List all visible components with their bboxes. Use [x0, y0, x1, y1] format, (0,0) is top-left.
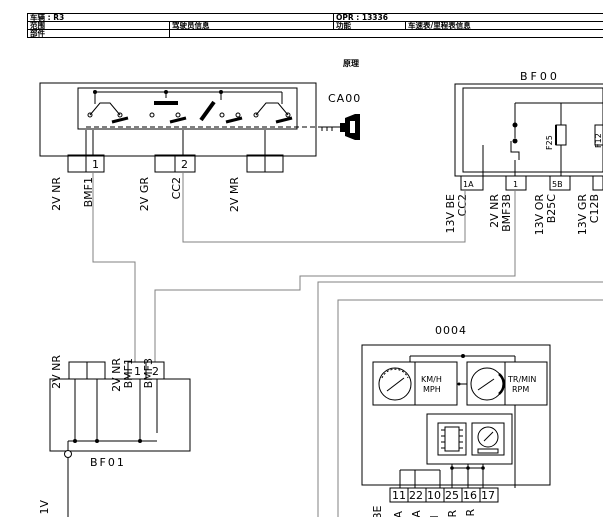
fuse-f12-label: F12	[594, 133, 603, 148]
wire-label: VI	[428, 515, 441, 517]
bf00-label: BF00	[520, 70, 560, 83]
wire-label: BMF3B	[500, 194, 513, 232]
rpm-label-2: RPM	[512, 385, 529, 394]
wire-label: NA	[410, 510, 423, 517]
rpm-label-1: TR/MIN	[507, 375, 536, 384]
wire-label: 13V BE	[444, 194, 457, 234]
ca00-label: CA00	[328, 92, 361, 105]
wire-label: 13V GR	[576, 194, 589, 236]
wire-label: 2V NR	[50, 355, 63, 389]
bf00-box	[454, 83, 603, 177]
c0004-box	[361, 344, 551, 486]
fuse-f25-label: F25	[545, 135, 554, 150]
ca00-contacts-box	[77, 87, 298, 130]
c0004-pin: 11	[392, 489, 406, 502]
wires	[92, 172, 603, 517]
c0004-pin: 22	[409, 489, 423, 502]
diagram-title: 原理	[343, 59, 359, 68]
electronic-module	[426, 413, 513, 465]
header-table: 车辆 : R3 OPR : 13336 范围 驾驶员信息 功能 车速表/里程表信…	[27, 13, 603, 38]
c0004-pin: 16	[463, 489, 477, 502]
wire-label: 2V MR	[228, 177, 241, 213]
c0004-pin: 17	[481, 489, 495, 502]
wire-label: 2V NR	[488, 194, 501, 228]
wire-label: BE	[371, 505, 384, 517]
wire-label: 2V NR	[50, 177, 63, 211]
wire-label: BA	[392, 510, 405, 517]
bf00-fusebox: BF00 F25 F12 1A 1 5B	[454, 70, 603, 191]
speed-label-1: KM/H	[421, 375, 442, 384]
wire-label: CC2	[170, 177, 183, 199]
c0004-pin: 25	[445, 489, 459, 502]
wire-label: 13V OR	[533, 194, 546, 236]
bf01-pin-2: 2	[152, 365, 159, 378]
ca00-switch: 1 2 CA00	[39, 82, 361, 173]
wire-label: CC2	[456, 194, 469, 216]
ca00-box	[39, 82, 317, 157]
wire-label: BMF1	[82, 177, 95, 207]
ca00-pin-2: 2	[181, 158, 188, 171]
wire-label: B25C	[545, 194, 558, 224]
bf01-label: BF01	[90, 456, 126, 469]
wire-label: 1V	[38, 500, 51, 515]
bf01-pin-1: 1	[134, 365, 141, 378]
c0004-pin: 10	[427, 489, 441, 502]
wire-label: MR	[464, 509, 477, 517]
ca00-pin-1: 1	[92, 158, 99, 171]
wire-label: C12B	[588, 194, 601, 223]
c0004-cluster: 0004 KM/H MPH TR/MIN RPM	[361, 324, 551, 517]
wire-label: BMF3	[142, 358, 155, 388]
c0004-label: 0004	[435, 324, 467, 337]
bf00-pin-1: 1	[513, 180, 518, 189]
wire-label: 2V GR	[138, 177, 151, 212]
bf00-pin-1a: 1A	[463, 180, 474, 189]
bf01-box: 1 2 BF01	[49, 361, 191, 517]
bf00-pin-5b: 5B	[552, 180, 563, 189]
wire-label: 2V NR	[110, 358, 123, 392]
speed-label-2: MPH	[423, 385, 441, 394]
wire-label: GR	[446, 509, 459, 517]
